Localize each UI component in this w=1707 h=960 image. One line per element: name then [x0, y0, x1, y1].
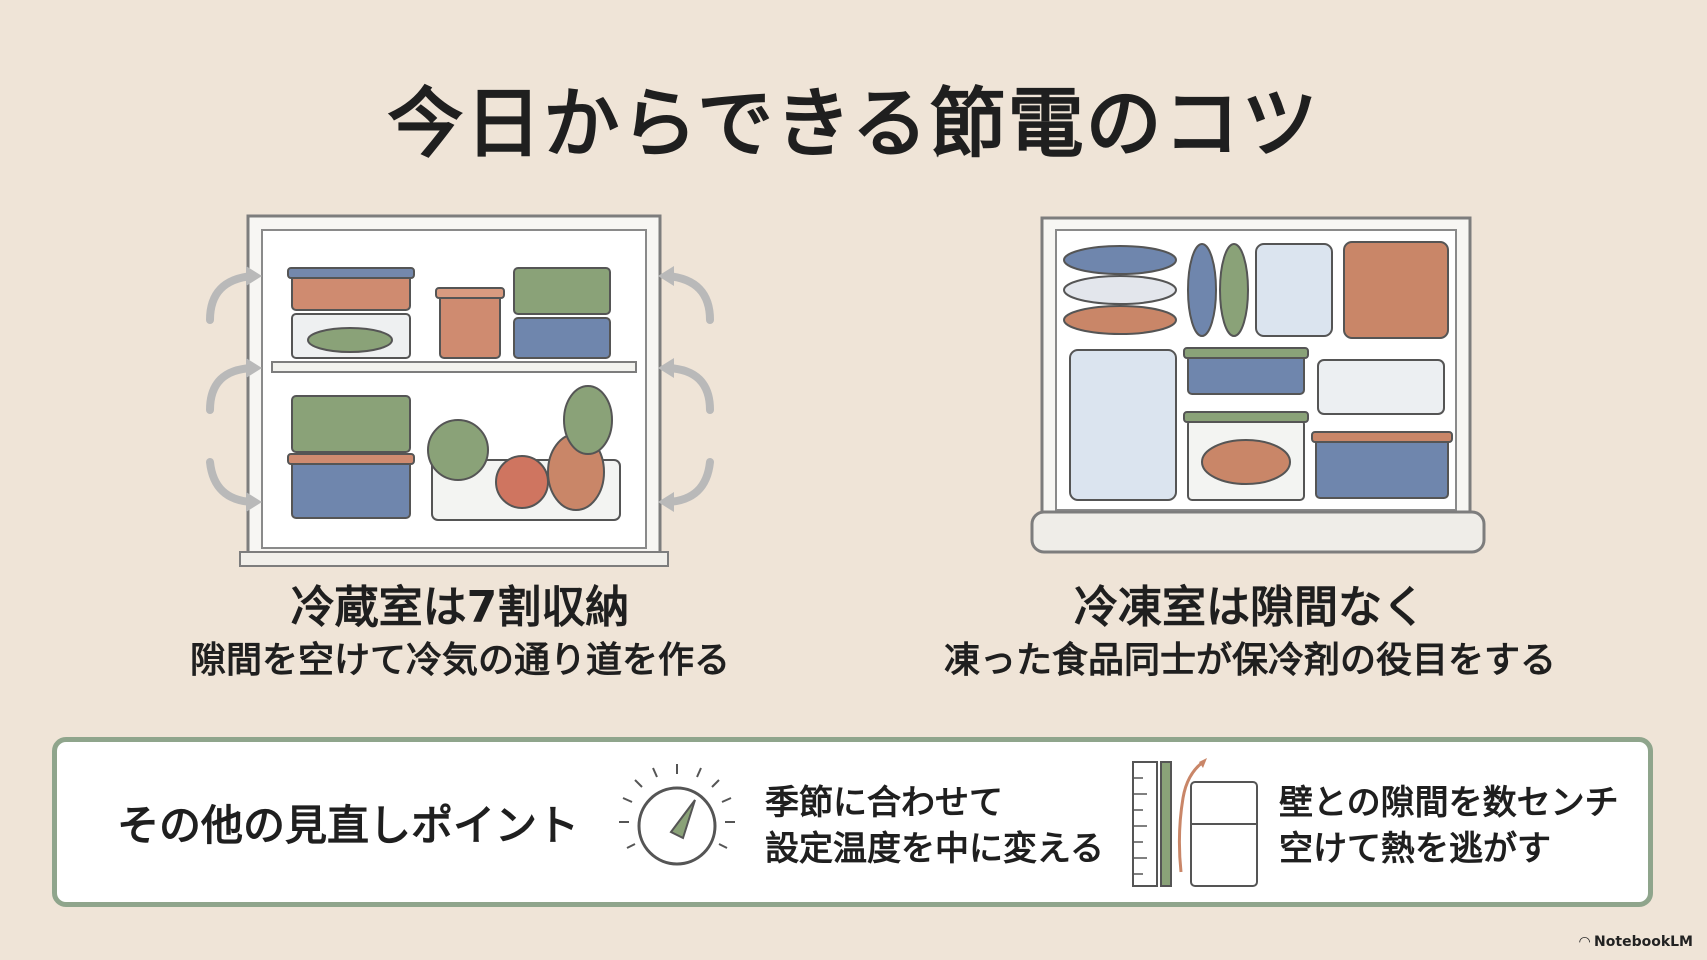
brand-name: NotebookLM [1594, 934, 1693, 950]
tip-wall-gap-line1: 壁との隙間を数センチ [1279, 783, 1619, 823]
other-tips-box: その他の見直しポイント 季節に合わせて 設定温度を中に変える [52, 737, 1653, 907]
fridge-heading: 冷蔵室は7割収納 [290, 582, 630, 633]
thermostat-gauge-icon [617, 762, 737, 886]
fridge-illustration [200, 210, 720, 570]
freezer-heading: 冷凍室は隙間なく [1074, 582, 1426, 633]
fridge-wall-gap-icon [1129, 754, 1269, 898]
refrigerator-shelves-icon [206, 214, 714, 567]
fridge-caption: 冷蔵室は7割収納 隙間を空けて冷気の通り道を作る [130, 580, 790, 686]
brand-watermark: ◠NotebookLM [1575, 934, 1693, 950]
freezer-drawer-icon [1030, 216, 1486, 554]
tip-wall-gap: 壁との隙間を数センチ 空けて熱を逃がす [1279, 780, 1619, 872]
page-title: 今日からできる節電のコツ [387, 79, 1320, 168]
freezer-caption: 冷凍室は隙間なく 凍った食品同士が保冷剤の役目をする [900, 580, 1600, 686]
freezer-subtext: 凍った食品同士が保冷剤の役目をする [943, 640, 1556, 681]
tip-temperature: 季節に合わせて 設定温度を中に変える [765, 780, 1104, 872]
tip-wall-gap-line2: 空けて熱を逃がす [1279, 829, 1551, 869]
fridge-subtext: 隙間を空けて冷気の通り道を作る [189, 640, 730, 681]
tip-temperature-line2: 設定温度を中に変える [765, 829, 1104, 869]
other-tips-title: その他の見直しポイント [117, 801, 580, 850]
notebooklm-logo-icon: ◠ [1579, 934, 1591, 950]
tip-temperature-line1: 季節に合わせて [765, 783, 1003, 823]
freezer-illustration [1028, 212, 1488, 562]
